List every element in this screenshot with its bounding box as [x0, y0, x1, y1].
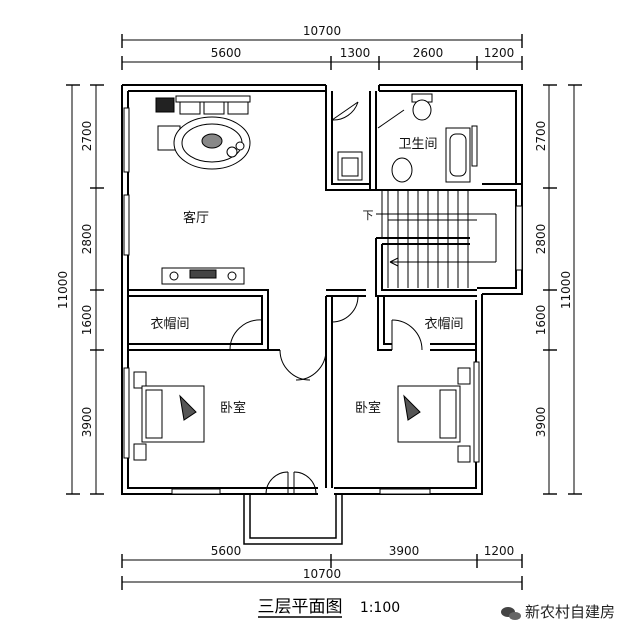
- dim-left-seg-1: 2700: [80, 121, 94, 152]
- dim-bottom-total: 10700: [303, 567, 341, 581]
- dim-left-total: 11000: [56, 271, 70, 309]
- plan-scale: 1:100: [360, 600, 400, 616]
- dim-right-seg-4: 3900: [534, 407, 548, 438]
- label-bedroom-right: 卧室: [355, 400, 381, 416]
- bed-left: [133, 371, 205, 461]
- dim-right-seg-1: 2700: [534, 121, 548, 152]
- label-closet-right: 衣帽间: [424, 316, 463, 332]
- bed-right: [397, 367, 471, 463]
- label-living-room: 客厅: [183, 210, 209, 226]
- dim-right-seg-2: 2800: [534, 224, 548, 255]
- dim-top-seg-2: 1300: [340, 46, 371, 60]
- dim-right-total: 11000: [559, 271, 573, 309]
- dim-top-seg-4: 1200: [484, 46, 515, 60]
- doors: [229, 101, 423, 495]
- wechat-icon: [501, 607, 521, 620]
- dim-right-seg-3: 1600: [534, 305, 548, 336]
- label-bedroom-left: 卧室: [220, 400, 246, 416]
- dim-top-seg-1: 5600: [211, 46, 242, 60]
- watermark-text: 新农村自建房: [525, 603, 615, 621]
- staircase: [376, 190, 497, 288]
- balcony: [243, 494, 343, 545]
- label-bathroom: 卫生间: [398, 137, 437, 152]
- label-stair-down: 下: [363, 209, 374, 222]
- dim-left-seg-4: 3900: [80, 407, 94, 438]
- dimension-lines: [71, 39, 575, 583]
- walls: [121, 84, 523, 495]
- label-closet-left: 衣帽间: [150, 316, 189, 332]
- plan-title: 三层平面图: [258, 597, 343, 617]
- tv-cabinet: [161, 267, 245, 285]
- dim-bottom-seg-3: 1200: [484, 544, 515, 558]
- dim-left-seg-3: 1600: [80, 305, 94, 336]
- dim-bottom-seg-2: 3900: [389, 544, 420, 558]
- bathroom-fixtures: [337, 93, 471, 183]
- windows: [123, 107, 523, 495]
- dimension-ticks: [66, 34, 582, 590]
- dim-bottom-seg-1: 5600: [211, 544, 242, 558]
- sofa-set: [155, 95, 251, 170]
- dim-top-seg-3: 2600: [413, 46, 444, 60]
- dim-top-total: 10700: [303, 24, 341, 38]
- dim-left-seg-2: 2800: [80, 224, 94, 255]
